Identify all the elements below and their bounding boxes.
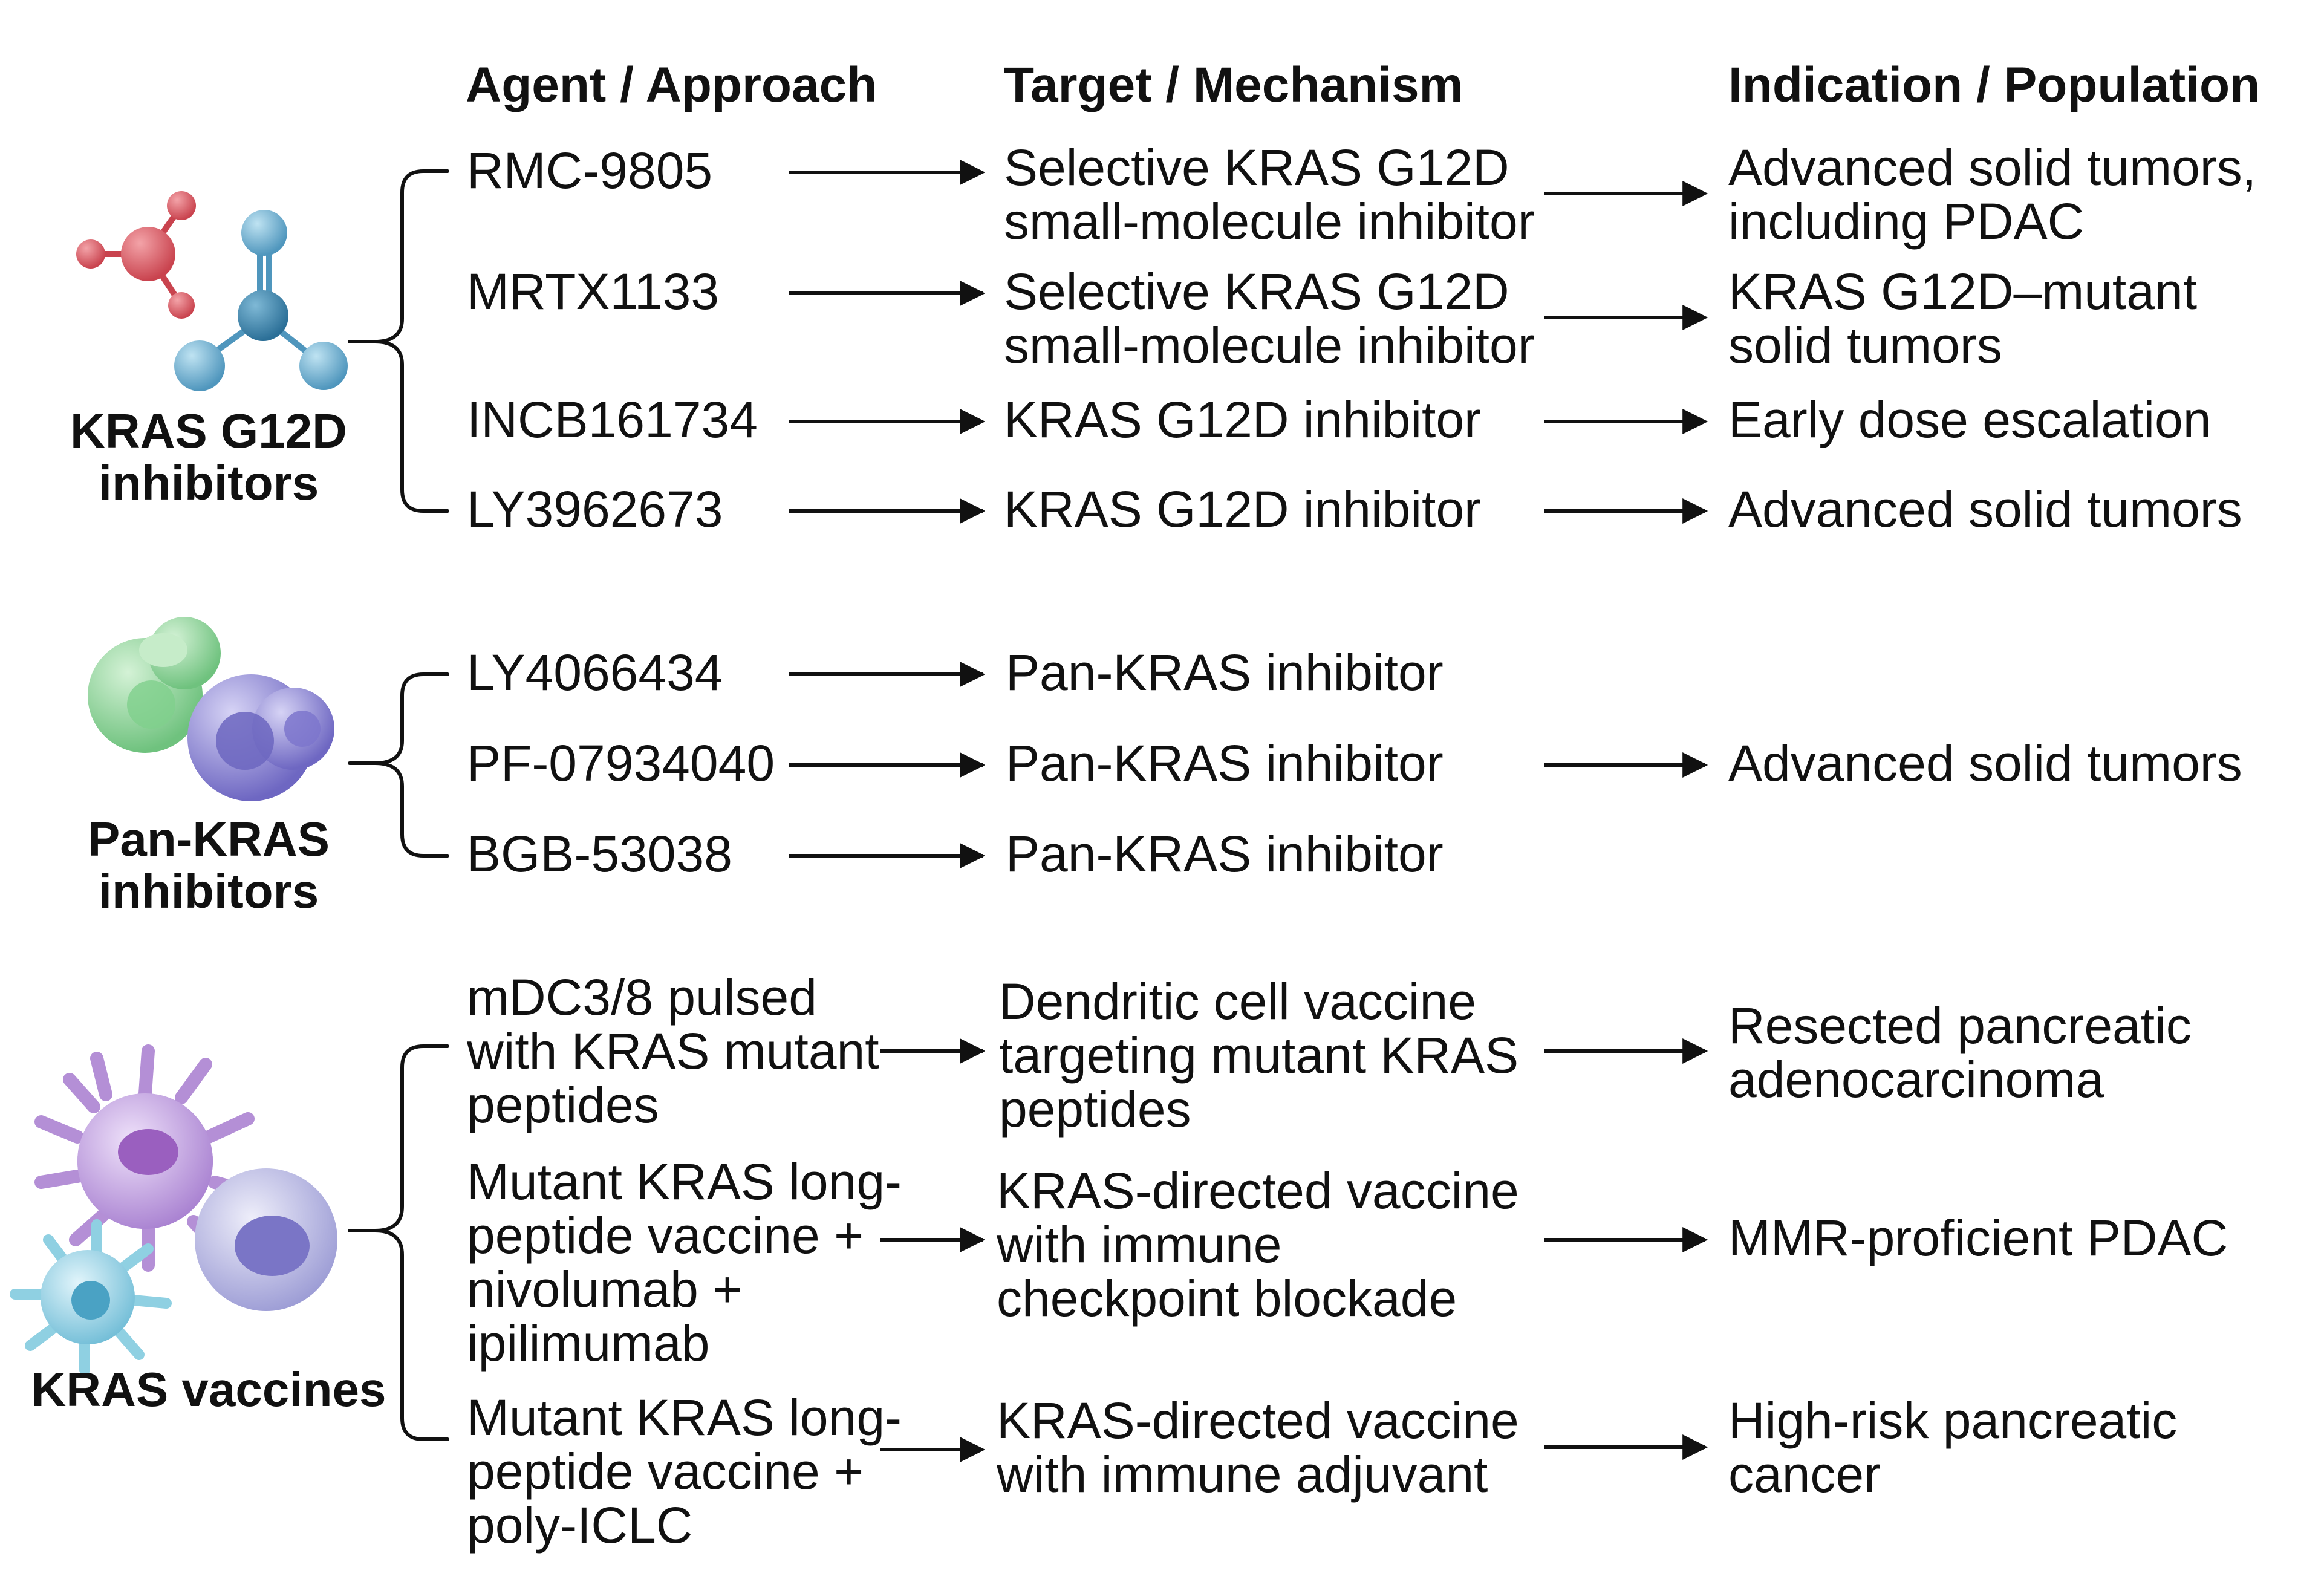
agent-cell: MRTX1133 xyxy=(467,263,720,320)
indication-cell: Advanced solid tumors, including PDAC xyxy=(1728,139,2257,250)
indication-cell: Advanced solid tumors xyxy=(1728,735,2242,792)
header-target: Target / Mechanism xyxy=(1004,57,1463,112)
target-cell: Selective KRAS G12D small-molecule inhib… xyxy=(1004,139,1535,250)
group-label-kras-g12d: KRAS G12D inhibitors xyxy=(70,404,347,510)
agent-cell: PF-07934040 xyxy=(467,735,775,792)
molecule-icon xyxy=(76,191,348,391)
indication-cell: Early dose escalation xyxy=(1728,391,2212,448)
target-cell: Pan-KRAS inhibitor xyxy=(1006,644,1444,701)
agent-cell: Mutant KRAS long- peptide vaccine + nivo… xyxy=(467,1153,902,1372)
agent-cell: LY4066434 xyxy=(467,644,723,701)
indication-cell: Resected pancreatic adenocarcinoma xyxy=(1728,997,2192,1109)
brace-group-3 xyxy=(348,1044,449,1441)
target-cell: Pan-KRAS inhibitor xyxy=(1006,825,1444,882)
agent-cell: RMC-9805 xyxy=(467,142,713,199)
header-indication: Indication / Population xyxy=(1728,57,2261,112)
target-cell: KRAS-directed vaccine with immune checkp… xyxy=(997,1162,1519,1327)
brace-group-1 xyxy=(348,169,449,513)
target-cell: KRAS G12D inhibitor xyxy=(1004,391,1482,448)
indication-cell: MMR-proficient PDAC xyxy=(1728,1209,2228,1266)
agent-cell: INCB161734 xyxy=(467,391,758,448)
group-label-pan-kras: Pan-KRAS inhibitors xyxy=(87,812,330,919)
agent-cell: BGB-53038 xyxy=(467,825,732,882)
indication-cell: High-risk pancreatic cancer xyxy=(1728,1392,2178,1503)
target-cell: Selective KRAS G12D small-molecule inhib… xyxy=(1004,263,1535,374)
agent-cell: LY3962673 xyxy=(467,481,723,538)
target-cell: KRAS-directed vaccine with immune adjuva… xyxy=(997,1392,1519,1503)
indication-cell: KRAS G12D–mutant solid tumors xyxy=(1728,263,2198,374)
target-cell: Dendritic cell vaccine targeting mutant … xyxy=(999,973,1519,1138)
immune-cells-icon xyxy=(10,1044,337,1375)
brace-group-2 xyxy=(348,672,449,858)
group-label-kras-vaccines: KRAS vaccines xyxy=(31,1362,386,1416)
agent-cell: mDC3/8 pulsed with KRAS mutant peptides xyxy=(467,969,879,1134)
target-cell: Pan-KRAS inhibitor xyxy=(1006,735,1444,792)
cells-icon xyxy=(88,617,334,801)
header-agent: Agent / Approach xyxy=(466,57,877,112)
agent-cell: Mutant KRAS long- peptide vaccine + poly… xyxy=(467,1389,902,1554)
indication-cell: Advanced solid tumors xyxy=(1728,481,2242,538)
target-cell: KRAS G12D inhibitor xyxy=(1004,481,1482,538)
